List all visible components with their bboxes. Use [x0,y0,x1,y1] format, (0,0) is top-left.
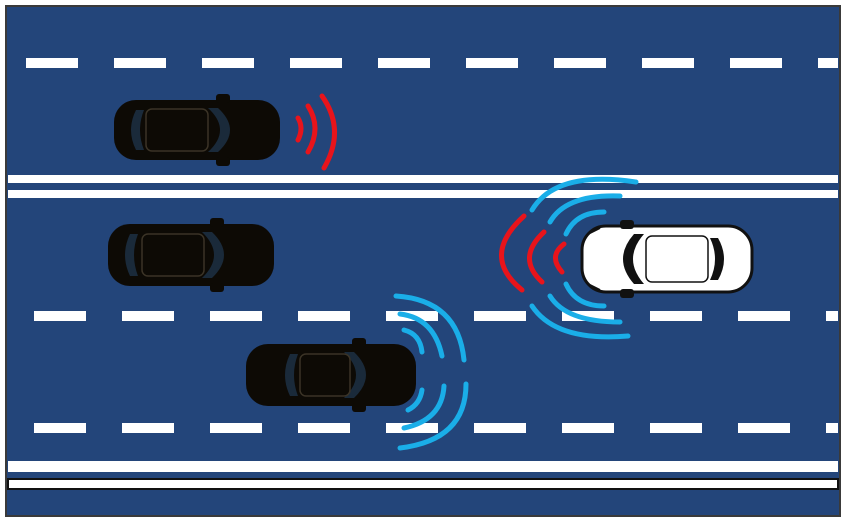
lane-dash [298,311,350,321]
lane-dash [26,58,78,68]
lane-dash [210,423,262,433]
lane-dash [298,423,350,433]
lane-dash [466,58,518,68]
lane-dash [202,58,254,68]
lane-dash [114,58,166,68]
lane-dash [642,58,694,68]
lane-dash [34,311,86,321]
lane-dash [562,423,614,433]
lane-dash [826,311,838,321]
car-ego-white [582,220,752,298]
car-top-left [114,94,280,166]
lane-dash [650,423,702,433]
lane-dash [290,58,342,68]
lane-dash [738,311,790,321]
lane-dash [730,58,782,68]
lane-dash [826,423,838,433]
car-bottom-center [246,338,416,412]
lane-dash [378,58,430,68]
lane-dash [34,423,86,433]
lane-dash [474,311,526,321]
lane-dash [818,58,838,68]
solid-divider-upper [8,175,838,183]
lane-dash [554,58,606,68]
lane-dash [122,311,174,321]
lane-dash [474,423,526,433]
lane-dash [122,423,174,433]
lane-dash [210,311,262,321]
bottom-road-curb [8,479,838,489]
lane-dash [650,311,702,321]
bottom-solid-edge-line [8,461,838,472]
solid-divider-lower [8,190,838,198]
car-middle-left [108,218,274,292]
lane-dash [738,423,790,433]
